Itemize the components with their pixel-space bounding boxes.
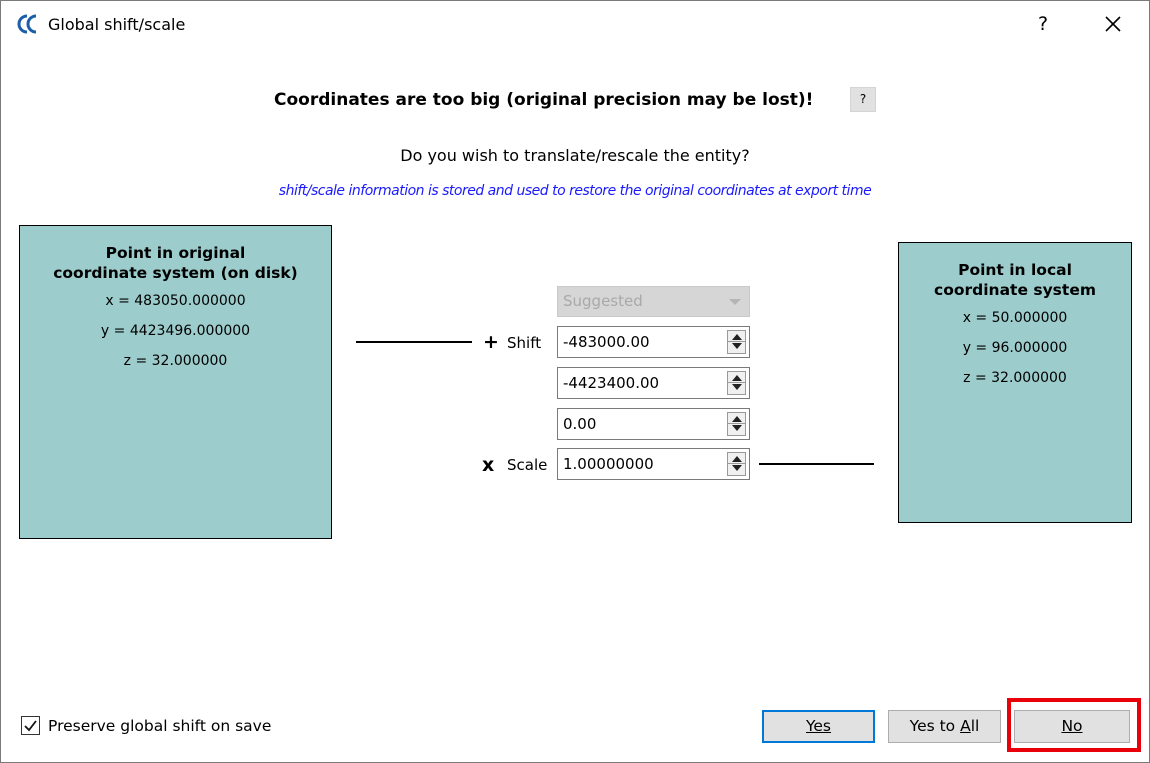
right-connector-line: [759, 463, 874, 465]
shift-x-value: -483000.00: [563, 333, 650, 351]
spin-arrows-icon[interactable]: [727, 452, 746, 476]
info-help-button[interactable]: ?: [850, 87, 876, 112]
spin-arrows-icon[interactable]: [727, 330, 746, 354]
chevron-down-icon: [729, 299, 741, 305]
local-title-line2: coordinate system: [934, 281, 1096, 299]
window-title: Global shift/scale: [48, 15, 186, 34]
shift-y-spinbox[interactable]: -4423400.00: [557, 367, 750, 399]
original-box-title: Point in original coordinate system (on …: [20, 243, 331, 283]
no-button-label: No: [1061, 717, 1083, 735]
local-title-line1: Point in local: [958, 261, 1072, 279]
preserve-shift-checkbox[interactable]: [21, 716, 40, 735]
shift-z-spinbox[interactable]: 0.00: [557, 408, 750, 440]
scale-label: Scale: [507, 456, 548, 474]
close-button[interactable]: [1099, 9, 1127, 39]
scale-spinbox[interactable]: 1.00000000: [557, 448, 750, 480]
warning-heading: Coordinates are too big (original precis…: [274, 90, 814, 110]
local-box-title: Point in local coordinate system: [899, 260, 1131, 300]
preset-combobox[interactable]: Suggested: [557, 286, 750, 317]
question-text: Do you wish to translate/rescale the ent…: [400, 146, 750, 165]
original-point-box: Point in original coordinate system (on …: [19, 225, 332, 539]
times-symbol: x: [482, 454, 495, 476]
cloudcompare-logo-icon: [17, 14, 37, 34]
preserve-shift-label[interactable]: Preserve global shift on save: [48, 717, 272, 735]
no-button[interactable]: No: [1014, 710, 1130, 743]
scale-value: 1.00000000: [563, 455, 654, 473]
local-x: x = 50.000000: [962, 310, 1068, 326]
original-coords: x = 483050.000000 y = 4423496.000000 z =…: [20, 286, 331, 376]
shift-z-value: 0.00: [563, 415, 597, 433]
original-title-line1: Point in original: [105, 244, 246, 262]
left-connector-line: [356, 341, 472, 343]
plus-symbol: +: [483, 331, 499, 353]
yes-button-label: Yes: [805, 717, 832, 735]
local-y: y = 96.000000: [962, 340, 1068, 356]
yes-to-all-accelerator: A: [960, 717, 971, 735]
help-button[interactable]: ?: [1037, 13, 1049, 35]
title-bar: Global shift/scale ?: [1, 1, 1149, 47]
original-y: y = 4423496.000000: [100, 323, 251, 339]
spin-arrows-icon[interactable]: [727, 412, 746, 436]
info-note: shift/scale information is stored and us…: [278, 183, 872, 199]
highlight-frame: [1007, 698, 1141, 752]
yes-button[interactable]: Yes: [762, 710, 875, 743]
spin-arrows-icon[interactable]: [727, 371, 746, 395]
local-point-box: Point in local coordinate system x = 50.…: [898, 242, 1132, 523]
shift-y-value: -4423400.00: [563, 374, 660, 392]
shift-label: Shift: [507, 334, 542, 352]
close-icon: [1105, 16, 1121, 32]
original-x: x = 483050.000000: [105, 293, 246, 309]
local-coords: x = 50.000000 y = 96.000000 z = 32.00000…: [899, 303, 1131, 393]
local-z: z = 32.000000: [963, 370, 1067, 386]
shift-x-spinbox[interactable]: -483000.00: [557, 326, 750, 358]
checkmark-icon: [24, 720, 37, 732]
original-title-line2: coordinate system (on disk): [53, 264, 298, 282]
original-z: z = 32.000000: [123, 353, 228, 369]
yes-to-all-button[interactable]: Yes to All: [888, 710, 1001, 743]
preset-value: Suggested: [563, 292, 643, 310]
